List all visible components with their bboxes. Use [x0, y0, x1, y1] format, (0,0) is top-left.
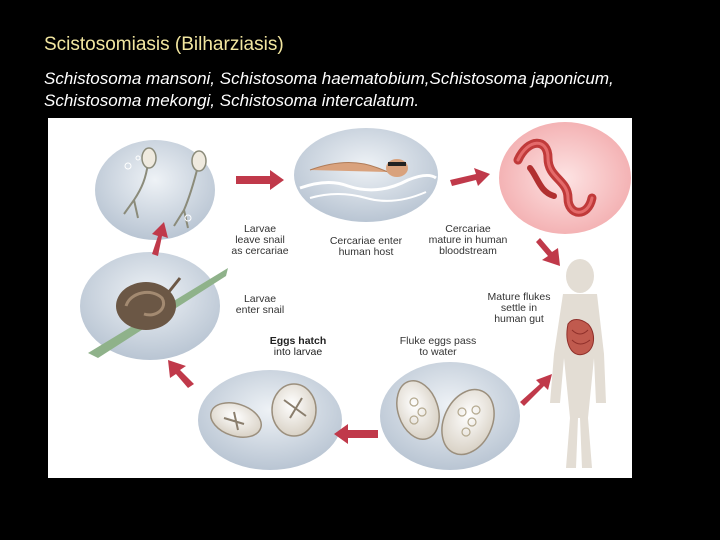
- arrow-human-to-eggs: [520, 374, 552, 406]
- label-fluke-eggs: Fluke eggs pass to water: [399, 335, 477, 358]
- swimmer-circle: [294, 128, 438, 222]
- life-cycle-illustration: [80, 122, 631, 470]
- arrow-eggs-to-hatch: [334, 424, 378, 444]
- life-cycle-diagram: Larvae leave snail as cercariae Cercaria…: [48, 118, 632, 478]
- human-figure: [550, 259, 606, 468]
- arrow-cercariae-to-swimmer: [236, 170, 284, 190]
- label-cercariae-enter-host: Cercariae enter human host: [329, 235, 403, 258]
- label-cercariae-mature: Cercariae mature in human bloodstream: [428, 223, 508, 257]
- eggs-hatch-circle: [198, 370, 342, 470]
- label-mature-flukes: Mature flukes settle in human gut: [487, 291, 551, 325]
- arrow-snail-to-cercariae: [152, 222, 168, 256]
- arrow-worm-to-human: [536, 238, 560, 266]
- worm-circle: [499, 122, 631, 234]
- species-line-1: Schistosoma mansoni, Schistosoma haemato…: [44, 69, 614, 88]
- cercariae-larvae-circle: [95, 140, 215, 240]
- slide-title: Scistosomiasis (Bilharziasis): [44, 34, 284, 55]
- species-line-2: Schistosoma mekongi, Schistosoma interca…: [44, 91, 420, 110]
- label-larvae-leave-snail: Larvae leave snail as cercariae: [231, 223, 289, 257]
- species-list: Schistosoma mansoni, Schistosoma haemato…: [44, 68, 684, 112]
- label-larvae-enter-snail: Larvae enter snail: [235, 293, 285, 316]
- arrow-hatch-to-snail: [168, 360, 194, 388]
- label-eggs-hatch: Eggs hatch into larvae: [269, 335, 327, 358]
- fluke-eggs-circle: [380, 362, 520, 470]
- arrow-swimmer-to-worm: [450, 168, 490, 186]
- snail-circle: [80, 252, 228, 360]
- cycle-arrows: [152, 168, 560, 444]
